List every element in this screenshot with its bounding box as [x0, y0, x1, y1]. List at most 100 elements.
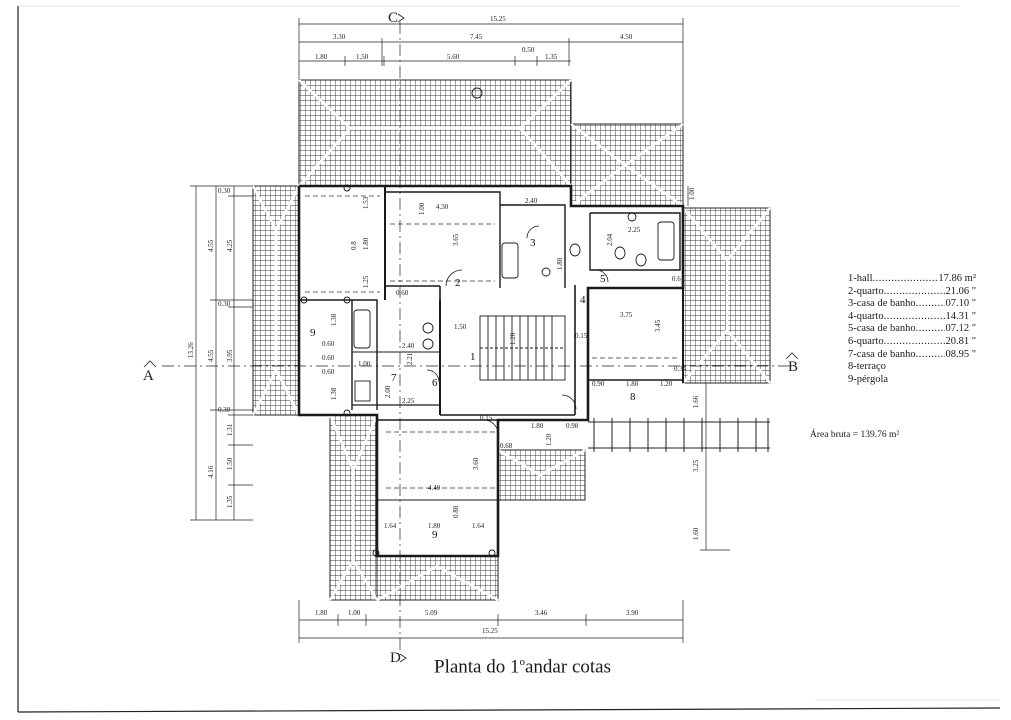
legend-row: 7-casa de banho08.95 " — [848, 349, 976, 362]
dim-interior: 2.00 — [384, 385, 392, 398]
legend-row: 3-casa de banho 07.10 " — [848, 298, 976, 311]
dim-left-inner: 3.95 — [226, 349, 234, 362]
dim-interior: 2.25 — [628, 226, 641, 234]
section-label-d: D — [390, 650, 401, 666]
legend-room-area: 07.12 " — [945, 323, 976, 335]
legend-room-area: 17.86 m² — [938, 273, 976, 284]
room-number-8: 8 — [630, 391, 636, 403]
dim-top-mid: 7.45 — [470, 33, 483, 41]
dim-bottom: 3.90 — [626, 609, 639, 617]
dim-top-mid: 4.50 — [620, 33, 633, 41]
dim-interior: 1.66 — [692, 395, 700, 408]
dim-interior: 1.80 — [531, 422, 544, 430]
dim-bottom: 1.00 — [348, 609, 361, 617]
dim-interior: 2.21 — [406, 352, 414, 365]
legend-room-area: 14.31 " — [945, 310, 976, 322]
dim-interior: 0.60 — [322, 354, 335, 362]
dim-interior: 1.53 — [362, 196, 370, 209]
dim-interior: 3.75 — [620, 311, 633, 319]
legend-row: 6-quarto 20.81 " — [848, 336, 976, 349]
legend-room-label: 9-pérgola — [848, 373, 889, 385]
section-markers: C D A B — [143, 10, 799, 666]
dim-interior: 2.40 — [525, 197, 538, 205]
dim-top-inner: 5.60 — [447, 53, 460, 61]
dim-left-inner: 0.30 — [218, 187, 231, 195]
dim-left-inner: 4.25 — [226, 239, 234, 252]
dim-interior: 3.65 — [452, 233, 460, 246]
dimension-labels: 15.25 3.30 7.45 4.50 1.80 1.50 5.60 0.50… — [187, 15, 700, 635]
dim-interior: 0.80 — [452, 505, 460, 518]
drawing-title: Planta do 1oandar cotas — [434, 656, 611, 678]
dim-interior: 0.34 — [674, 365, 687, 373]
legend-room-area: 07.10 " — [945, 298, 976, 310]
section-label-b: B — [788, 359, 798, 375]
legend-room-area: 21.06 " — [945, 285, 976, 297]
dim-left-mid: 4.55 — [207, 239, 215, 252]
room-numbers: 1 2 3 4 5 6 7 8 9 9 — [310, 237, 636, 541]
dim-interior: 0.15 — [575, 332, 588, 340]
dim-interior: 1.00 — [688, 187, 696, 200]
section-lines — [162, 22, 790, 650]
legend-room-area: 08.95 " — [945, 348, 976, 360]
dim-interior: 3.25 — [692, 459, 700, 472]
staircase — [479, 315, 566, 381]
dim-interior: 4.49 — [428, 484, 441, 492]
dim-interior: 3.45 — [654, 319, 662, 332]
legend-room-label: 8-terraço — [848, 361, 886, 373]
title-rest: andar cotas — [525, 656, 611, 678]
door-swings — [426, 225, 609, 435]
dim-interior: 2.04 — [606, 233, 614, 246]
dim-interior: 1.38 — [330, 313, 338, 326]
dim-left-inner: 1.35 — [226, 495, 234, 508]
legend-row: 8-terraço — [848, 361, 976, 374]
legend-room-label: 4-quarto — [848, 310, 884, 322]
roof-hips — [251, 79, 771, 602]
dim-interior: 0.60 — [396, 289, 409, 297]
dim-interior: 1.50 — [454, 323, 467, 331]
dim-left-mid: 4.16 — [207, 465, 215, 478]
dim-interior: 1.80 — [556, 257, 564, 270]
dim-interior: 1.00 — [358, 360, 371, 368]
legend-row: 2-quarto 21.06 " — [848, 286, 976, 299]
dim-bottom: 3.46 — [535, 609, 548, 617]
dim-interior: 1.80 — [362, 237, 370, 250]
dim-bottom-total: 15.25 — [482, 627, 498, 635]
section-label-a: A — [143, 368, 154, 384]
legend-room-area: 20.81 " — [945, 335, 976, 347]
roof-north — [298, 79, 572, 187]
dim-interior: 1.60 — [692, 527, 700, 540]
dimension-lines — [190, 18, 730, 643]
dim-left-total: 13.26 — [187, 342, 195, 358]
room-number-9: 9 — [310, 327, 316, 339]
legend-room-label: 6-quarto — [848, 335, 884, 347]
dim-interior: 0.15 — [480, 414, 493, 422]
legend-leader — [873, 273, 939, 286]
dim-interior: 1.80 — [428, 522, 441, 530]
pergola-east — [588, 418, 770, 452]
dim-interior: 3.60 — [472, 457, 480, 470]
room-number-2: 2 — [455, 277, 461, 289]
room-number-3: 3 — [530, 237, 536, 249]
dim-interior: 0.98 — [566, 422, 579, 430]
legend-room-label: 5-casa de banho — [848, 323, 916, 335]
dim-interior: 0.90 — [592, 380, 605, 388]
dim-interior: 1.20 — [545, 433, 553, 446]
room-number-1: 1 — [470, 351, 476, 363]
title-superscript: o — [519, 656, 526, 668]
dim-bottom: 1.80 — [315, 609, 328, 617]
dim-left-mid: 4.55 — [207, 349, 215, 362]
dim-left-inner: 0.30 — [218, 300, 231, 308]
room-number-4: 4 — [580, 294, 586, 306]
roof-south — [376, 555, 499, 601]
legend-leader — [884, 336, 946, 349]
dim-interior: 2.40 — [402, 342, 415, 350]
dim-interior: 1.38 — [330, 387, 338, 400]
dim-left-inner: 0.30 — [218, 406, 231, 414]
legend-room-label: 2-quarto — [848, 285, 884, 297]
legend-room-label: 3-casa de banho — [848, 298, 916, 310]
dim-top-inner: 1.50 — [356, 53, 369, 61]
bathroom-fixtures — [300, 87, 675, 557]
legend-row: 5-casa de banho 07.12 " — [848, 323, 976, 336]
